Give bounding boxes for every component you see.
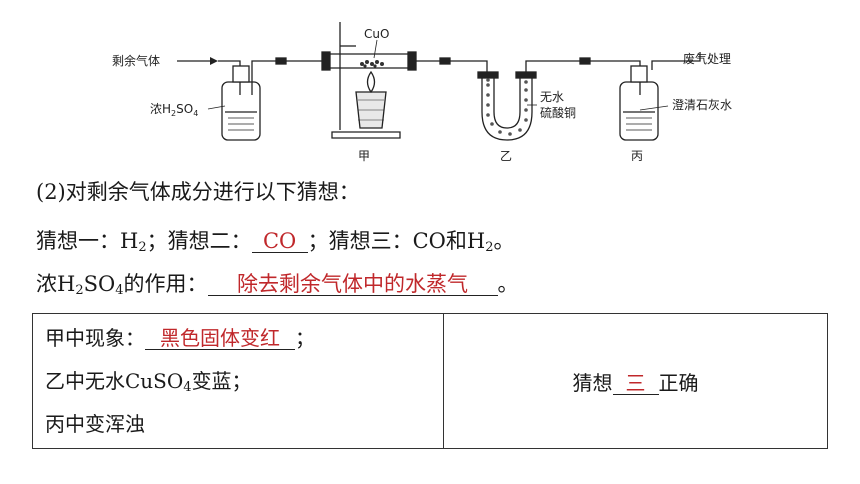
q2-guesses: 猜想一：H2；猜想二：CO；猜想三：CO和H2。 — [36, 229, 515, 255]
jia-answer: 黑色固体变红 — [145, 327, 295, 350]
acid-role: 浓H2SO4的作用：除去剩余气体中的水蒸气。 — [36, 272, 519, 298]
combustion-tube — [325, 53, 413, 69]
conclusion-answer: 三 — [612, 372, 659, 395]
label-yi: 乙 — [500, 149, 512, 163]
guess2-answer: CO — [251, 230, 308, 254]
jia-observation: 甲中现象：黑色固体变红； — [45, 325, 315, 350]
u-tube — [481, 75, 533, 141]
exhaust-label: 废气处理 — [683, 51, 731, 66]
yi-observation: 乙中无水CuSO4变蓝； — [45, 368, 252, 395]
observation-table: 甲中现象：黑色固体变红； 乙中无水CuSO4变蓝； 丙中变浑浊 猜想三正确 — [32, 313, 828, 449]
limewater-label: 澄清石灰水 — [672, 97, 732, 112]
cuo-label: CuO — [364, 27, 389, 41]
conclusion-cell: 猜想三正确 — [443, 313, 828, 449]
bing-observation: 丙中变浑浊 — [45, 411, 145, 436]
observation-cell: 甲中现象：黑色固体变红； 乙中无水CuSO4变蓝； 丙中变浑浊 — [32, 313, 444, 449]
q2-title: (2)对剩余气体成分进行以下猜想： — [36, 180, 360, 204]
limewater-bottle — [619, 81, 659, 141]
label-bing: 丙 — [631, 149, 643, 163]
apparatus-diagram: 剩余气体 CuO 废气处理 浓H2SO4 无水 硫酸铜 澄清石灰水 甲 乙 丙 — [112, 22, 732, 163]
conc-acid-label: 浓H2SO4 — [150, 102, 198, 118]
input-gas-label: 剩余气体 — [112, 53, 160, 68]
label-jia: 甲 — [358, 149, 370, 163]
anhydrous-label-2: 硫酸铜 — [540, 105, 576, 120]
anhydrous-label-1: 无水 — [540, 90, 564, 104]
acid-bottle — [221, 81, 261, 141]
acid-role-answer: 除去剩余气体中的水蒸气 — [207, 273, 498, 297]
